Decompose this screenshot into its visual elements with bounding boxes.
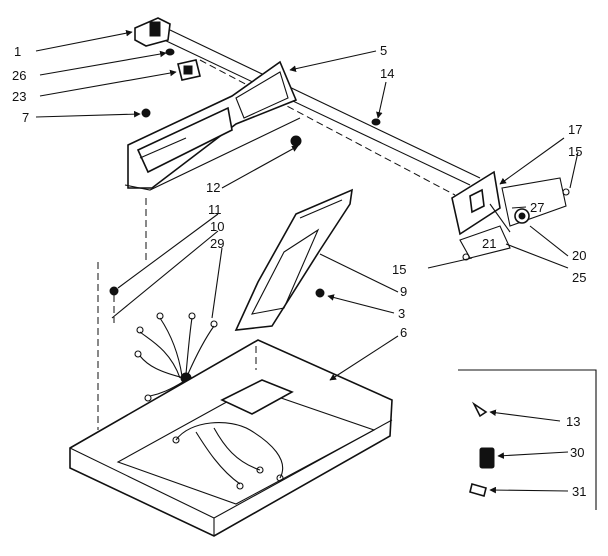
label-part-6: 6 (400, 325, 407, 340)
label-part-21: 21 (482, 236, 496, 251)
label-part-25: 25 (572, 270, 586, 285)
label-part-20: 20 (572, 248, 586, 263)
label-part-5: 5 (380, 43, 387, 58)
label-part-30: 30 (570, 445, 584, 460)
control-panel-console-part (124, 60, 302, 191)
timer-switch-part (134, 17, 171, 47)
label-part-9: 9 (400, 284, 407, 299)
screw-3-part (315, 288, 325, 298)
label-part-29: 29 (210, 236, 224, 251)
label-part-10: 10 (210, 219, 224, 234)
leader-lines (35, 29, 579, 494)
control-rail (159, 29, 481, 196)
label-part-3: 3 (398, 306, 405, 321)
screw-14-part (371, 118, 381, 126)
label-part-15-upper: 15 (568, 144, 582, 159)
label-part-12: 12 (206, 180, 220, 195)
label-part-15-lower: 15 (392, 262, 406, 277)
label-part-7: 7 (22, 110, 29, 125)
label-part-23: 23 (12, 89, 26, 104)
label-part-1: 1 (14, 44, 21, 59)
part-number-labels: 1 26 23 7 5 14 17 15 27 21 20 25 15 12 1… (12, 43, 586, 499)
label-part-26: 26 (12, 68, 26, 83)
end-bracket-assembly (451, 170, 567, 259)
label-part-14: 14 (380, 66, 394, 81)
small-screws-15 (462, 188, 570, 261)
small-parts-inset (458, 369, 597, 510)
screw-part (165, 48, 175, 56)
label-part-27: 27 (530, 200, 544, 215)
label-part-31: 31 (572, 484, 586, 499)
dryer-top-part (69, 198, 393, 537)
clip-part (177, 59, 201, 81)
screw-11-10 (109, 286, 119, 323)
access-door-part (234, 188, 353, 331)
label-part-17: 17 (568, 122, 582, 137)
wire-harness-part (134, 312, 218, 402)
panel-screw-part (141, 108, 151, 118)
label-part-13: 13 (566, 414, 580, 429)
label-part-11: 11 (208, 202, 222, 217)
